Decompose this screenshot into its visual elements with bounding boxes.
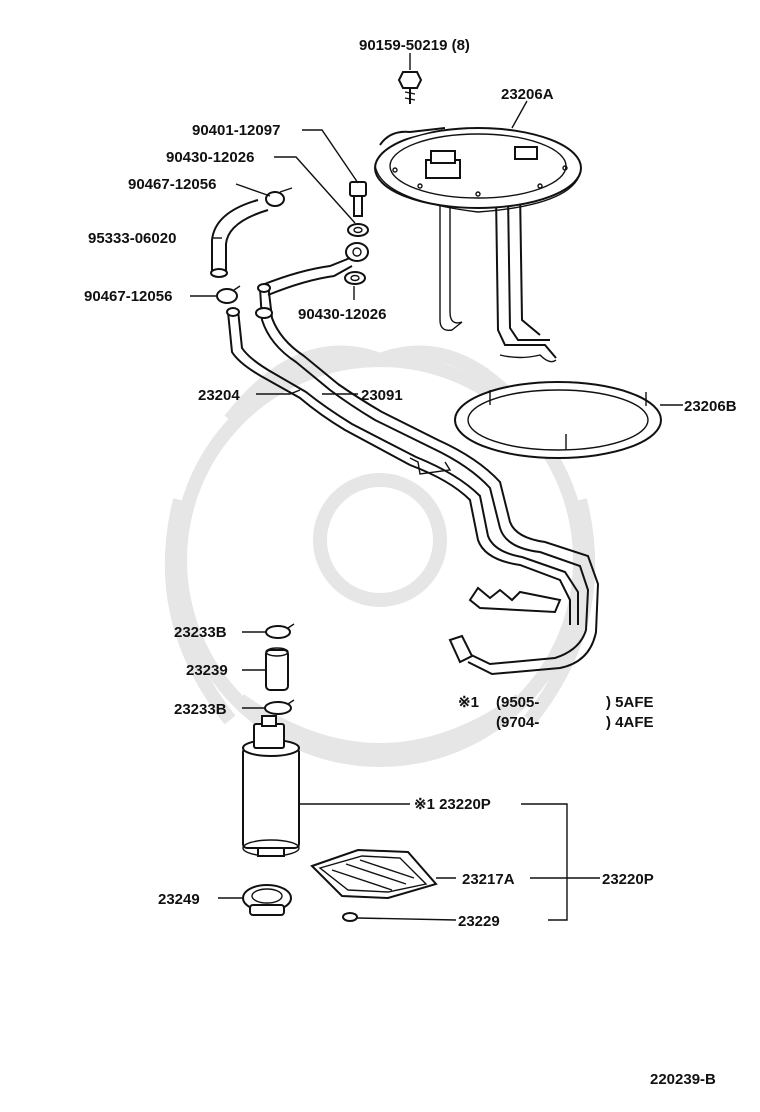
label-pump-group: 23220P (602, 871, 654, 888)
clamp-upper-part (265, 187, 293, 207)
cushion-part (242, 884, 292, 916)
label-union-bolt: 90401-12097 (192, 122, 280, 139)
label-clamp-lower: 90467-12056 (84, 288, 172, 305)
sender-gasket-part (454, 381, 662, 459)
label-clip-upper: 23233B (174, 624, 227, 641)
tube-outlet-part (255, 257, 600, 676)
sender-gauge-part (374, 127, 582, 363)
label-clip-lower: 23233B (174, 701, 227, 718)
label-gasket-lower: 90430-12026 (298, 306, 386, 323)
tube-return-part (226, 307, 579, 625)
gasket-upper-part (347, 223, 369, 237)
clamp-lower-part (216, 285, 241, 304)
label-sender-gauge: 23206A (501, 86, 554, 103)
hose-pump-part (265, 647, 289, 691)
label-clamp-upper: 90467-12056 (128, 176, 216, 193)
label-tube-return: 23204 (198, 387, 240, 404)
label-tube-outlet: 23091 (361, 387, 403, 404)
note-line2-end: ) 4AFE (606, 714, 654, 731)
label-gasket-upper: 90430-12026 (166, 149, 254, 166)
clip-upper-part (265, 623, 295, 639)
note-line2-code: (9704- (496, 714, 539, 731)
union-bolt-part (349, 181, 367, 217)
label-clip-filter: 23229 (458, 913, 500, 930)
union-fitting-part (345, 242, 369, 262)
label-cushion: 23249 (158, 891, 200, 908)
gasket-lower-part (344, 271, 366, 285)
label-pump-assy: ※1 23220P (414, 796, 491, 813)
filter-part (310, 848, 438, 900)
label-hose-pump: 23239 (186, 662, 228, 679)
clip-lower-part (264, 699, 295, 715)
clip-filter-part (342, 912, 358, 922)
watermark-emblem (164, 345, 596, 767)
note-line1-end: ) 5AFE (606, 694, 654, 711)
label-hose: 95333-06020 (88, 230, 176, 247)
note-mark: ※1 (458, 694, 479, 711)
label-bolt: 90159-50219 (8) (359, 37, 470, 54)
note-line1-code: (9505- (496, 694, 539, 711)
fuel-pump-part (242, 715, 300, 857)
leader-lines (190, 53, 683, 921)
label-filter: 23217A (462, 871, 515, 888)
bolt-part (397, 71, 423, 104)
label-sender-gasket: 23206B (684, 398, 737, 415)
hose-part (210, 199, 269, 278)
diagram-id: 220239-B (650, 1071, 716, 1088)
